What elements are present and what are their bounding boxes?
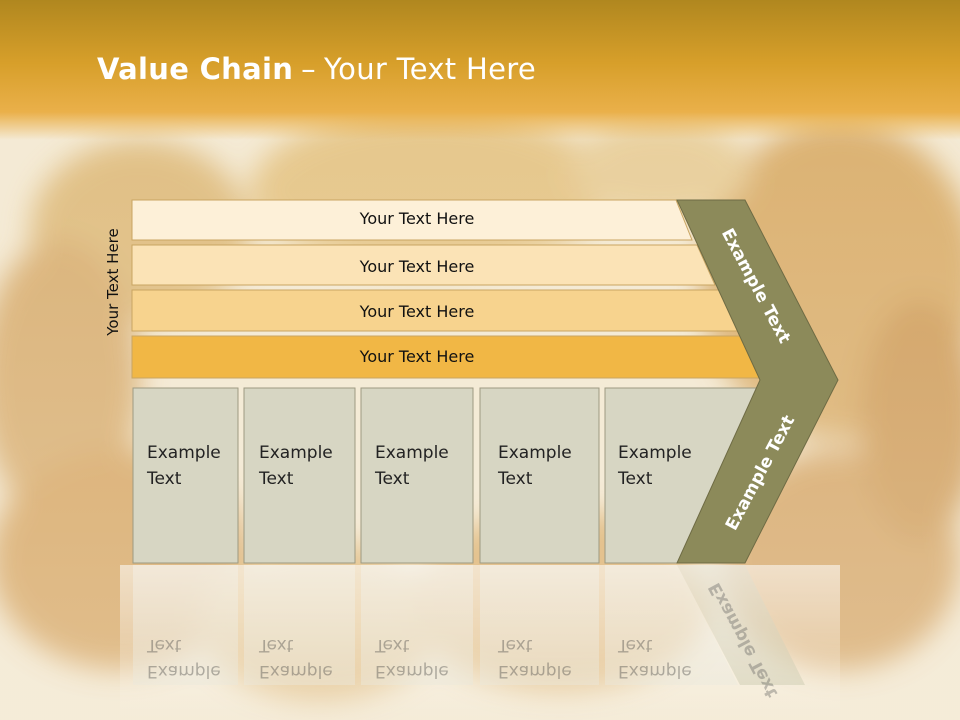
header-band [0,0,960,140]
bar-label-4: Your Text Here [359,347,475,366]
bar-label-3: Your Text Here [359,302,475,321]
page-title: Value Chain–Your Text Here [97,52,536,96]
bar-label-1: Your Text Here [359,209,475,228]
bar-label-2: Your Text Here [359,257,475,276]
title-rest: Your Text Here [323,52,536,86]
side-label: Your Text Here [104,228,122,336]
title-separator: – [301,52,316,86]
title-bold: Value Chain [97,52,294,86]
